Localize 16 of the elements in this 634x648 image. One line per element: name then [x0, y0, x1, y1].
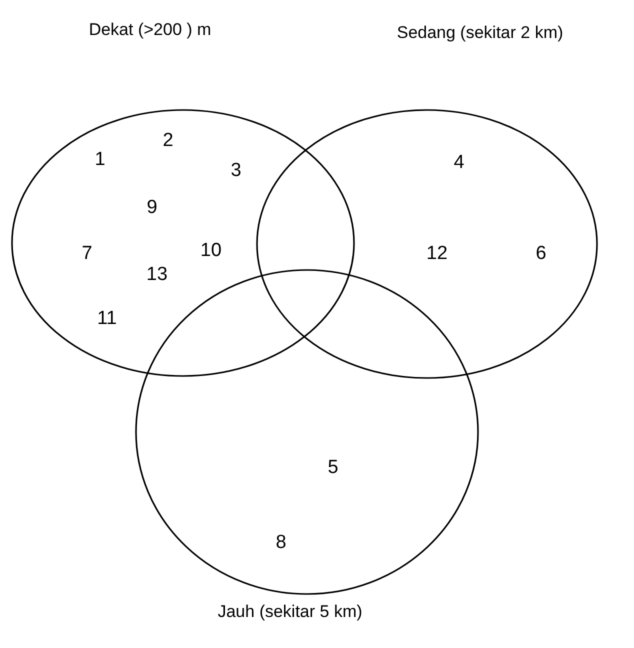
item-number: 7	[82, 243, 92, 265]
set-label: Sedang (sekitar 2 km)	[396, 23, 564, 43]
item-number: 4	[454, 152, 464, 174]
item-number: 3	[230, 160, 242, 182]
set-label: Jauh (sekitar 5 km)	[218, 602, 362, 622]
item-number: 11	[97, 308, 117, 330]
item-number: 2	[162, 130, 174, 152]
item-number: 6	[536, 243, 546, 265]
item-number: 10	[200, 240, 222, 262]
item-number: 5	[328, 457, 338, 479]
item-number: 1	[94, 149, 106, 171]
item-number: 13	[146, 264, 168, 286]
item-number: 12	[426, 243, 448, 265]
item-number: 9	[146, 197, 158, 219]
item-number: 8	[276, 532, 286, 554]
set-label: Dekat (>200 ) m	[88, 20, 212, 40]
